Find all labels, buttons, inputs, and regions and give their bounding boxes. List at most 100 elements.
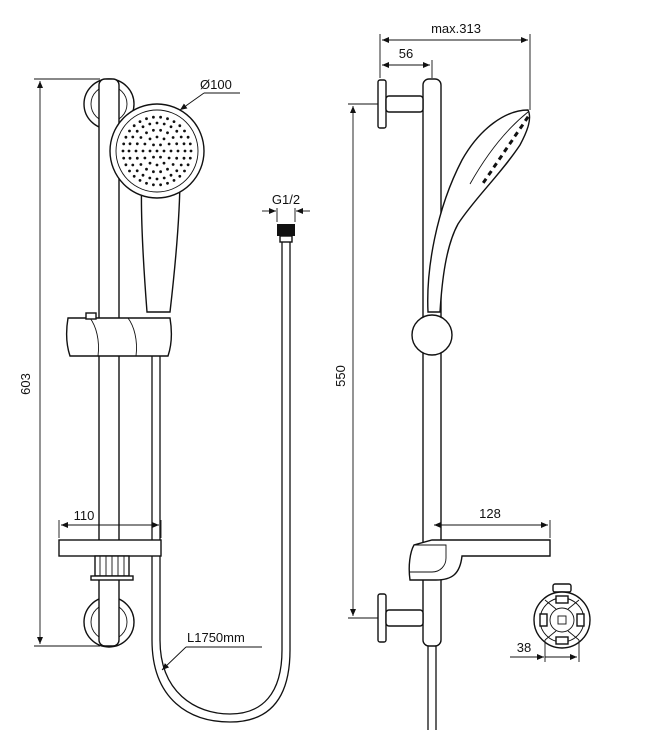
side-nozzle-mark [518,123,525,130]
shelf-depth-label: 128 [479,506,501,521]
spray-nozzle-dot [155,149,159,153]
side-nozzle-mark [503,146,509,153]
front-view: 603 G1/2 [18,77,310,723]
spray-nozzle-dot [162,137,166,141]
shower-holder-slider [65,312,173,357]
hose-length-callout: L1750mm [161,630,262,671]
spray-nozzle-dot [148,149,152,153]
shower-hose [151,237,291,723]
spray-nozzle-dot [179,163,183,167]
side-nozzle-mark [482,177,488,184]
spray-nozzle-dot [131,135,135,139]
spray-nozzle-dot [145,117,148,121]
spray-nozzle-dot [148,137,152,141]
spray-nozzle-dot [138,179,142,182]
spray-nozzle-dot [139,163,143,166]
spray-nozzle-dot [128,156,132,160]
rail-length-dimension: 550 [333,103,388,619]
spray-nozzle-dot [166,117,169,121]
spray-nozzle-dot [131,163,135,167]
thread-dimension-label: G1/2 [272,192,300,207]
head-diameter-dimension: Ø100 [179,77,240,111]
side-slide-rail [422,78,442,647]
spray-nozzle-dot [155,121,159,125]
spray-nozzle-dot [127,149,131,153]
spray-nozzle-dot [124,135,128,139]
spray-nozzle-dot [135,169,139,173]
shelf-depth-dimension: 128 [434,506,551,538]
hose-nut [277,224,295,243]
spray-nozzle-dot [178,174,182,178]
hose-length-label: L1750mm [187,630,245,645]
spray-nozzle-dot [152,183,155,187]
side-hose [427,646,437,730]
spray-nozzle-dot [166,181,169,185]
spray-nozzle-dot [141,149,145,153]
spray-nozzle-dot [145,181,148,185]
height-dimension-label: 603 [18,373,33,395]
spray-nozzle-dot [186,163,190,167]
side-nozzle-mark [492,162,498,169]
bracket-depth-dimension: 56 [382,46,433,78]
side-holder-ball [411,314,453,356]
spray-nozzle-dot [143,142,147,146]
spray-nozzle-dot [176,149,180,153]
spray-nozzle-dot [128,129,131,133]
shelf-width-dimension: 110 [58,508,162,538]
spray-nozzle-dot [172,179,176,182]
spray-nozzle-dot [183,169,186,173]
spray-nozzle-dot [159,170,163,174]
front-shelf [58,539,162,581]
bracket-rosette-detail [533,583,591,649]
spray-nozzle-dot [148,176,152,180]
spray-nozzle-dot [162,122,166,126]
spray-nozzle-dot [171,163,175,166]
spray-nozzle-dot [172,120,176,123]
spray-nozzle-dot [186,135,190,139]
spray-nozzle-dot [135,129,139,133]
spray-nozzle-dot [183,129,186,133]
spray-nozzle-dot [139,136,143,139]
side-nozzle-mark [497,154,504,161]
spray-nozzle-dot [155,135,159,139]
spray-nozzle-dot [166,167,169,171]
spray-nozzle-dot [134,149,138,153]
spray-nozzle-dot [152,155,155,159]
spray-nozzle-dot [169,173,173,177]
spray-nozzle-dot [188,142,192,146]
spray-nozzle-dot [124,163,128,167]
side-bottom-bracket [377,593,424,643]
spray-nozzle-dot [167,156,171,160]
spray-nozzle-dot [155,177,159,181]
spray-nozzle-dot [188,156,192,160]
bracket-depth-label: 56 [399,46,413,61]
bracket-diameter-label: 38 [517,640,531,655]
spray-nozzle-dot [141,125,145,129]
spray-nozzle-dot [128,142,132,146]
spray-nozzle-dot [169,125,173,129]
spray-nozzle-dot [122,156,126,160]
spray-nozzle-dot [132,124,136,128]
spray-nozzle-dot [182,142,186,146]
spray-nozzle-dot [175,129,179,133]
spray-nozzle-dot [159,155,162,159]
spray-nozzle-dot [162,161,166,165]
side-shelf [408,539,551,581]
spray-nozzle-dot [135,142,139,146]
spray-nozzle-dot [175,169,179,173]
spray-nozzle-dot [121,149,125,153]
spray-nozzle-dot [138,120,142,123]
spray-nozzle-dot [155,163,159,167]
spray-nozzle-dot [162,149,166,153]
shelf-width-label: 110 [74,508,95,523]
spray-nozzle-dot [145,167,148,171]
height-dimension: 603 [18,78,100,647]
spray-nozzle-dot [159,183,163,187]
spray-nozzle-dot [132,174,136,178]
spray-nozzle-dot [135,156,139,160]
rail-length-label: 550 [333,365,348,387]
spray-nozzle-dot [178,124,182,128]
spray-nozzle-dot [159,143,162,147]
spray-nozzle-dot [183,149,187,153]
